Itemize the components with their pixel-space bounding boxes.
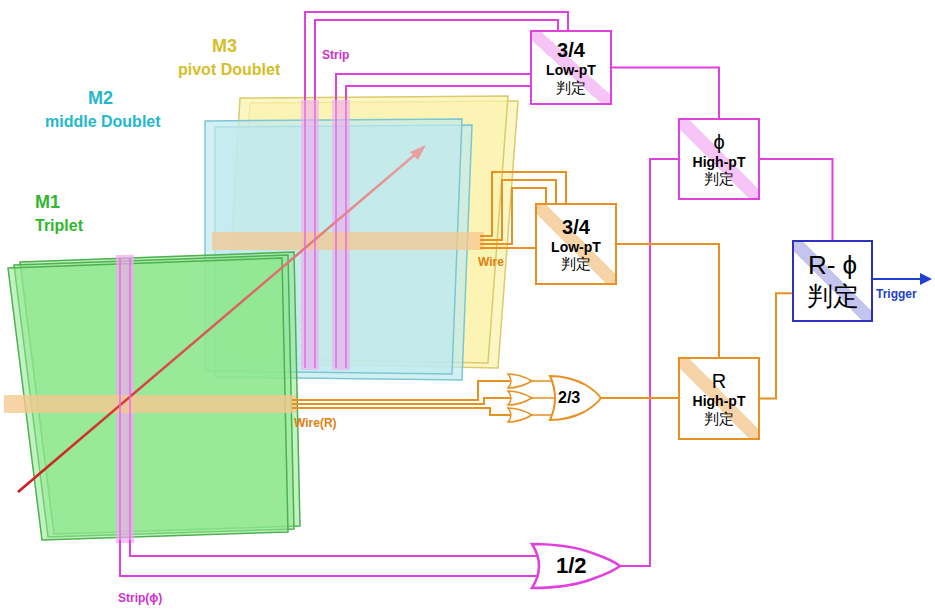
box-label: Low-pT bbox=[551, 239, 601, 256]
trigger-arrowhead bbox=[920, 273, 932, 285]
signal-wire bbox=[336, 74, 530, 100]
box-label: ϕ bbox=[713, 130, 724, 154]
box-label: High-pT bbox=[693, 154, 746, 171]
box-label: 判定 bbox=[704, 410, 734, 428]
gate-symbol bbox=[506, 372, 602, 424]
strip-line bbox=[120, 258, 130, 540]
box-label: 3/4 bbox=[562, 215, 590, 239]
box-label: Low-pT bbox=[546, 62, 596, 79]
part-label: Wire bbox=[478, 255, 504, 269]
signal-connector bbox=[760, 293, 792, 398]
low-pt-box: 3/4Low-pT判定 bbox=[530, 30, 612, 105]
box-label: 判定 bbox=[561, 255, 591, 273]
wire-band bbox=[212, 232, 484, 250]
signal-wire bbox=[315, 20, 558, 100]
part-label: Wire(R) bbox=[294, 416, 337, 430]
part-label: Triplet bbox=[35, 216, 83, 235]
wire-band bbox=[4, 395, 296, 413]
part-label: Strip(ϕ) bbox=[118, 591, 162, 605]
part-label: middle Doublet bbox=[45, 112, 161, 131]
part-label: Trigger bbox=[876, 287, 917, 301]
box-label: R- ϕ bbox=[808, 250, 857, 281]
muon-track bbox=[18, 145, 426, 492]
signal-connector bbox=[760, 159, 833, 240]
signal-wire bbox=[346, 86, 530, 100]
signal-wire bbox=[480, 247, 535, 249]
high-pt-box: RHigh-pT判定 bbox=[678, 357, 760, 440]
part-label: pivot Doublet bbox=[178, 60, 280, 79]
box-label: 判定 bbox=[556, 79, 586, 97]
coincidence-box: R- ϕ判定 bbox=[792, 240, 873, 322]
signal-wire bbox=[130, 540, 537, 556]
signal-connector bbox=[617, 244, 719, 357]
signal-wire bbox=[305, 12, 568, 100]
trigger-arrow bbox=[873, 273, 932, 285]
signal-connector bbox=[621, 159, 678, 566]
signal-connector bbox=[612, 68, 719, 119]
gate-label-holder: 2/3 bbox=[558, 372, 580, 424]
or-gate: 2/3 bbox=[506, 372, 602, 424]
track-arrowhead bbox=[410, 145, 426, 160]
box-label: High-pT bbox=[693, 393, 746, 410]
high-pt-box: ϕHigh-pT判定 bbox=[678, 118, 760, 200]
low-pt-box: 3/4Low-pT判定 bbox=[535, 203, 617, 285]
strip-line bbox=[305, 100, 346, 368]
box-label: 判定 bbox=[807, 281, 859, 312]
signal-connector bbox=[601, 397, 678, 399]
signal-wire bbox=[292, 408, 510, 415]
signal-wire bbox=[292, 398, 510, 404]
strip-wires bbox=[120, 12, 568, 576]
gate-label-holder: 1/2 bbox=[556, 542, 587, 590]
signal-wire bbox=[292, 381, 510, 400]
track-line bbox=[18, 152, 418, 492]
or-gate: 1/2 bbox=[530, 542, 622, 590]
box-label: 3/4 bbox=[557, 38, 585, 62]
gate-label: 2/3 bbox=[558, 388, 580, 407]
part-label: M2 bbox=[88, 88, 113, 110]
part-label: Strip bbox=[322, 48, 349, 62]
part-label: M1 bbox=[35, 192, 60, 214]
signal-wire bbox=[120, 540, 537, 576]
gate-label: 1/2 bbox=[556, 553, 587, 579]
part-label: M3 bbox=[212, 36, 237, 58]
trigger-line bbox=[873, 278, 922, 280]
box-label: 判定 bbox=[704, 170, 734, 188]
box-label: R bbox=[712, 369, 726, 393]
